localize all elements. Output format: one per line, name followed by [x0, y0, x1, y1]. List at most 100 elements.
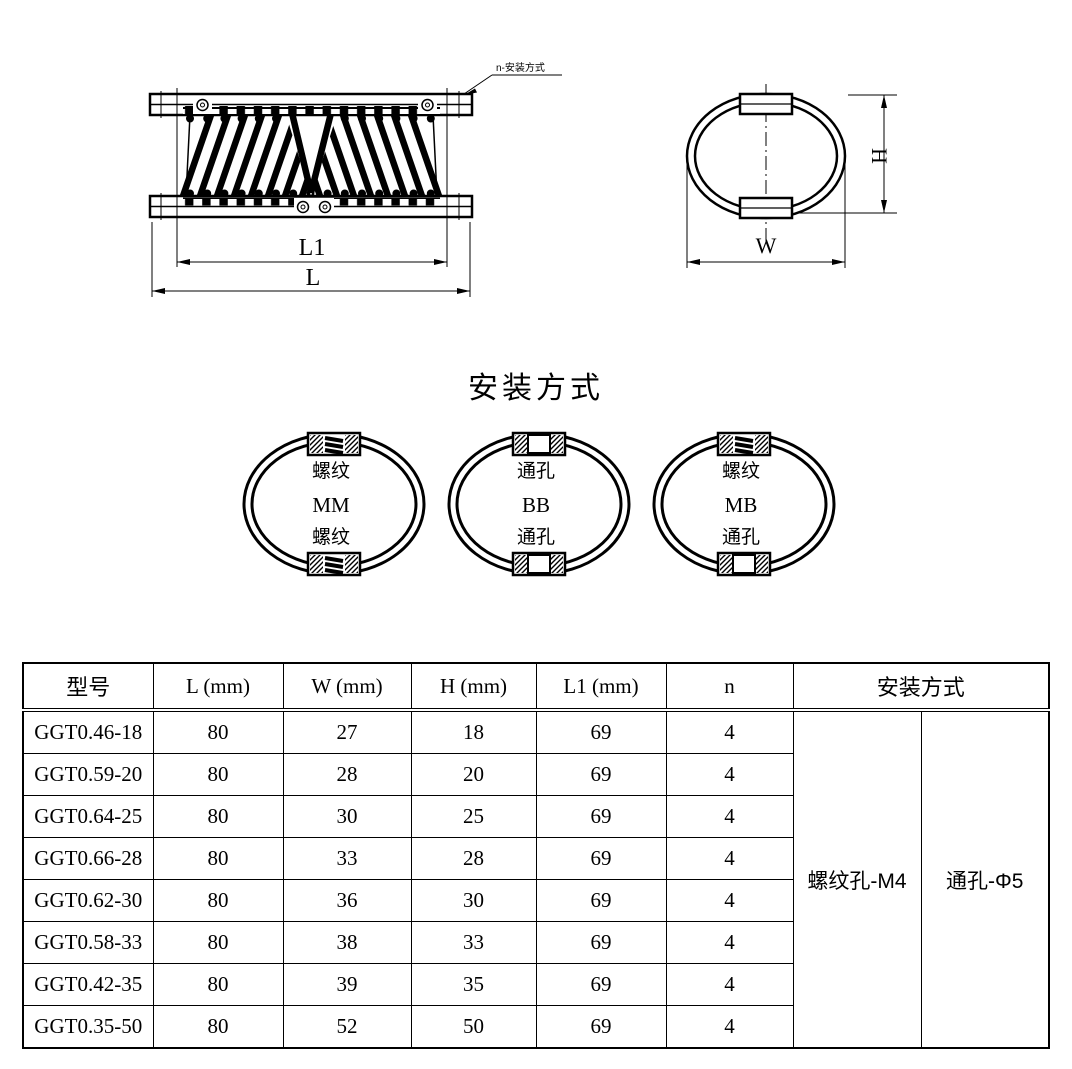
W-cell: 33 — [282, 837, 412, 880]
col-header-L1: L1 (mm) — [535, 662, 667, 712]
W-cell: 27 — [282, 709, 412, 754]
L-cell: 80 — [152, 963, 284, 1006]
L-cell: 80 — [152, 753, 284, 796]
threaded-block — [306, 431, 362, 457]
n-cell: 4 — [665, 1005, 794, 1049]
mount-top-label: 螺纹 — [312, 460, 350, 482]
model-cell: GGT0.42-35 — [22, 963, 154, 1006]
spec-table: 型号 L (mm) W (mm) H (mm) L1 (mm) n 安装方式 G… — [22, 662, 1051, 1049]
col-header-W: W (mm) — [282, 662, 412, 712]
model-cell: GGT0.66-28 — [22, 837, 154, 880]
header-row: 型号 L (mm) W (mm) H (mm) L1 (mm) n 安装方式 — [22, 662, 1050, 712]
W-cell: 38 — [282, 921, 412, 964]
leader-label: n-安装方式 — [496, 61, 545, 74]
L-cell: 80 — [152, 879, 284, 922]
top-mounting-bar — [148, 91, 474, 118]
model-cell: GGT0.35-50 — [22, 1005, 154, 1049]
mount-bottom-label: 通孔 — [517, 526, 555, 548]
L-cell: 80 — [152, 709, 284, 754]
mounting-threaded-cell: 螺纹孔-M4 — [792, 709, 922, 1049]
L1-cell: 69 — [535, 1005, 667, 1049]
model-cell: GGT0.62-30 — [22, 879, 154, 922]
mount-code: MB — [725, 493, 758, 517]
mount-code: MM — [312, 493, 350, 517]
mounting-option-MB: 螺纹 MB 通孔 — [652, 431, 836, 577]
threaded-block — [716, 431, 772, 457]
n-cell: 4 — [665, 795, 794, 838]
leader-arrow — [464, 88, 477, 95]
L1-cell: 69 — [535, 879, 667, 922]
end-view-top-block — [738, 92, 794, 116]
side-view: n-安装方式 L1 L — [148, 61, 562, 297]
model-cell: GGT0.59-20 — [22, 753, 154, 796]
dimension-L1: L1 — [176, 88, 448, 267]
H-cell: 50 — [410, 1005, 537, 1049]
screw-hole — [318, 200, 332, 214]
end-view: H W — [685, 84, 897, 268]
L1-cell: 69 — [535, 795, 667, 838]
H-cell: 35 — [410, 963, 537, 1006]
dim-label-L: L — [306, 265, 321, 291]
n-cell: 4 — [665, 709, 794, 754]
H-cell: 20 — [410, 753, 537, 796]
table-row: GGT0.35-50 80 52 50 69 4 — [22, 1005, 1049, 1049]
through-hole-block — [716, 551, 772, 577]
W-cell: 52 — [282, 1005, 412, 1049]
table-row: GGT0.46-18 80 27 18 69 4 螺纹孔-M4 通孔-Φ5 — [22, 709, 1050, 1049]
n-cell: 4 — [665, 753, 794, 796]
mount-bottom-label: 螺纹 — [312, 526, 350, 548]
W-cell: 36 — [282, 879, 412, 922]
through-hole-block — [511, 431, 567, 457]
through-hole-block — [511, 551, 567, 577]
H-cell: 28 — [410, 837, 537, 880]
L-cell: 80 — [152, 837, 284, 880]
mounting-section-title: 安装方式 — [468, 372, 604, 405]
model-cell: GGT0.64-25 — [22, 795, 154, 838]
mounting-option-BB: 通孔 BB 通孔 — [447, 431, 631, 577]
table-row: GGT0.62-30 80 36 30 69 4 — [22, 879, 1049, 922]
n-cell: 4 — [665, 879, 794, 922]
L-cell: 80 — [152, 1005, 284, 1049]
dim-label-W: W — [756, 233, 777, 258]
mount-code: BB — [522, 493, 550, 517]
screw-hole — [196, 98, 209, 112]
model-cell: GGT0.46-18 — [22, 709, 154, 754]
dim-label-H: H — [867, 148, 892, 164]
screw-hole — [296, 200, 310, 214]
L1-cell: 69 — [535, 709, 667, 754]
table-row: GGT0.59-20 80 28 20 69 4 — [22, 753, 1049, 796]
col-header-L: L (mm) — [152, 662, 284, 712]
end-view-bottom-block — [738, 196, 794, 220]
mounting-option-MM: 螺纹 MM 螺纹 — [242, 431, 426, 577]
table-row: GGT0.42-35 80 39 35 69 4 — [22, 963, 1049, 1006]
col-header-n: n — [665, 662, 794, 712]
col-header-model: 型号 — [22, 662, 154, 712]
leader-annotation: n-安装方式 — [463, 61, 562, 95]
dimension-W: W — [686, 162, 846, 268]
W-cell: 39 — [282, 963, 412, 1006]
L1-cell: 69 — [535, 837, 667, 880]
dimension-L: L — [151, 222, 471, 297]
L-cell: 80 — [152, 795, 284, 838]
table-row: GGT0.64-25 80 30 25 69 4 — [22, 795, 1049, 838]
mount-top-label: 通孔 — [517, 460, 555, 482]
col-header-H: H (mm) — [410, 662, 537, 712]
model-cell: GGT0.58-33 — [22, 921, 154, 964]
mounting-through-cell: 通孔-Φ5 — [920, 709, 1050, 1049]
dimension-H: H — [796, 94, 897, 214]
H-cell: 25 — [410, 795, 537, 838]
technical-drawing: n-安装方式 L1 L — [148, 61, 897, 577]
mount-bottom-label: 通孔 — [722, 526, 760, 548]
screw-hole — [421, 98, 434, 112]
W-cell: 28 — [282, 753, 412, 796]
L-cell: 80 — [152, 921, 284, 964]
bottom-mounting-bar — [148, 193, 474, 220]
dim-label-L1: L1 — [299, 235, 326, 261]
n-cell: 4 — [665, 837, 794, 880]
H-cell: 33 — [410, 921, 537, 964]
L1-cell: 69 — [535, 753, 667, 796]
L1-cell: 69 — [535, 963, 667, 1006]
H-cell: 18 — [410, 709, 537, 754]
col-header-mounting: 安装方式 — [792, 662, 1050, 712]
